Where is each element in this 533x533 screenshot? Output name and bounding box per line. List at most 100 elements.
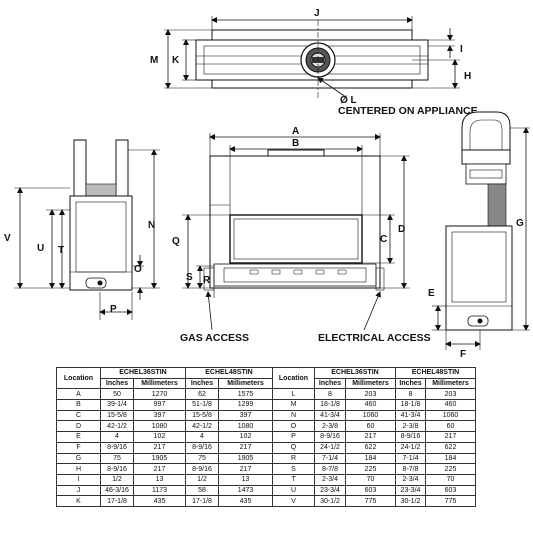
location-cell: B — [56, 399, 101, 411]
location-cell: M — [272, 399, 315, 411]
label-d: D — [398, 224, 405, 235]
dimension-cell: 203 — [345, 388, 396, 401]
model-header: ECHEL36STIN — [314, 367, 396, 379]
location-cell: N — [272, 409, 315, 422]
dimension-cell: 1080 — [133, 420, 186, 433]
dimension-cell: 42-1/2 — [100, 420, 134, 433]
dimension-cell: 18-1/8 — [314, 399, 346, 411]
left-side-view — [14, 139, 160, 320]
unit-header: Millimeters — [218, 377, 273, 390]
dimension-cell: 102 — [133, 431, 186, 443]
dimension-cell: 1/2 — [100, 473, 134, 486]
dimension-cell: 775 — [345, 495, 396, 507]
dimension-cell: 603 — [425, 484, 476, 497]
dimension-cell: 1575 — [218, 388, 273, 401]
dimension-cell: 217 — [218, 441, 273, 454]
label-i: I — [460, 44, 463, 55]
dimension-cell: 46-3/16 — [100, 484, 134, 497]
label-a: A — [292, 126, 299, 137]
dimension-cell: 24-1/2 — [314, 441, 346, 454]
label-f: F — [460, 349, 466, 360]
label-k: K — [172, 55, 180, 66]
location-cell: L — [272, 388, 315, 401]
dimension-cell: 8-7/8 — [314, 463, 346, 475]
location-header: Location — [56, 366, 101, 390]
dimension-cell: 102 — [218, 431, 273, 443]
location-cell: O — [272, 420, 315, 433]
location-cell: V — [272, 495, 315, 507]
location-cell: A — [56, 388, 101, 401]
dimension-cell: 70 — [425, 473, 476, 486]
location-cell: T — [272, 473, 315, 486]
model-header: ECHEL36STIN — [100, 367, 186, 379]
label-r: R — [203, 275, 211, 286]
dimension-cell: 622 — [425, 441, 476, 454]
dimension-cell: 17-1/8 — [100, 495, 134, 507]
dimension-cell: 18-1/8 — [395, 399, 426, 411]
dimension-cell: 60 — [345, 420, 396, 433]
dimension-cell: 41-3/4 — [314, 409, 346, 422]
dimension-cell: 2-3/4 — [314, 473, 346, 486]
dimension-cell: 1173 — [133, 484, 186, 497]
dimension-cell: 13 — [133, 473, 186, 486]
model-header: ECHEL48STIN — [185, 367, 273, 379]
dimension-cell: 15-5/8 — [185, 409, 219, 422]
dimension-cell: 30-1/2 — [395, 495, 426, 507]
label-e: E — [428, 288, 435, 299]
dimension-cell: 225 — [425, 463, 476, 475]
dimension-cell: 1060 — [425, 409, 476, 422]
dimension-cell: 4 — [100, 431, 134, 443]
dimension-cell: 42-1/2 — [185, 420, 219, 433]
dimension-cell: 435 — [133, 495, 186, 507]
dimension-cell: 51-1/8 — [185, 399, 219, 411]
unit-header: Millimeters — [345, 377, 396, 390]
dimension-cell: 60 — [425, 420, 476, 433]
dimension-cell: 8-9/16 — [100, 463, 134, 475]
dimension-cell: 8-9/16 — [185, 463, 219, 475]
dimension-cell: 70 — [345, 473, 396, 486]
dimension-cell: 23-3/4 — [314, 484, 346, 497]
dimensions-table-l-to-v: Location ECHEL36STIN ECHEL48STIN Inches … — [272, 366, 476, 507]
location-cell: U — [272, 484, 315, 497]
label-g: G — [516, 218, 524, 229]
dimension-cell: 8-9/16 — [100, 441, 134, 454]
dimension-cell: 997 — [133, 399, 186, 411]
location-cell: Q — [272, 441, 315, 454]
location-cell: I — [56, 473, 101, 486]
dimension-cell: 217 — [133, 463, 186, 475]
dimension-cell: 41-3/4 — [395, 409, 426, 422]
label-h: H — [464, 71, 471, 82]
dimension-cell: 435 — [218, 495, 273, 507]
dimension-cell: 217 — [133, 441, 186, 454]
location-cell: P — [272, 431, 315, 443]
dimension-cell: 1080 — [218, 420, 273, 433]
dimension-cell: 217 — [218, 463, 273, 475]
dimension-cell: 4 — [185, 431, 219, 443]
location-cell: S — [272, 463, 315, 475]
top-view — [164, 16, 460, 100]
dimension-cell: 622 — [345, 441, 396, 454]
dimensions-table-a-to-k: Location ECHEL36STIN ECHEL48STIN Inches … — [56, 366, 273, 507]
dimension-cell: 2-3/8 — [314, 420, 346, 433]
dimension-cell: 24-1/2 — [395, 441, 426, 454]
dimension-cell: 62 — [185, 388, 219, 401]
label-q: Q — [172, 236, 180, 247]
label-v: V — [4, 233, 11, 244]
dimension-cell: 217 — [345, 431, 396, 443]
dimension-cell: 2-3/8 — [395, 420, 426, 433]
dimension-cell: 8-9/16 — [314, 431, 346, 443]
location-header: Location — [272, 366, 315, 390]
unit-header: Millimeters — [133, 377, 186, 390]
